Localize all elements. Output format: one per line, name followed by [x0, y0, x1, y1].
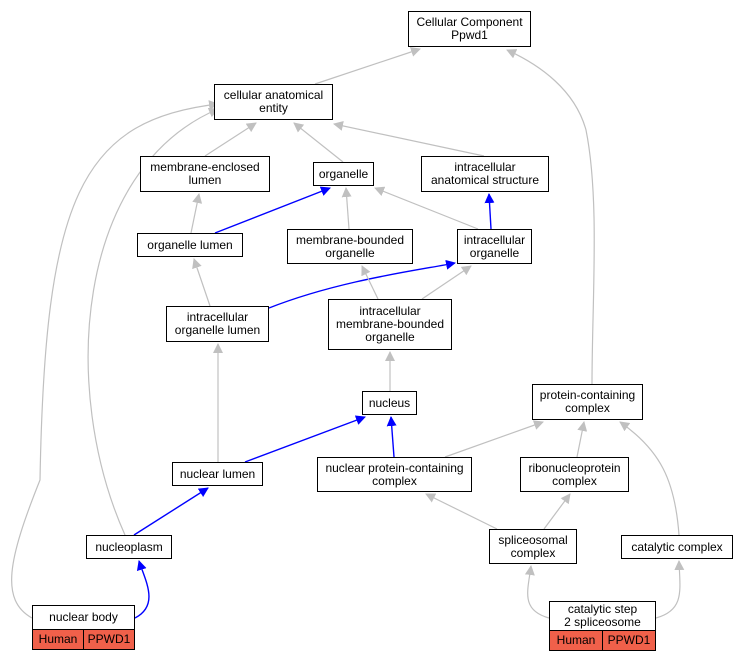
edge-np-to-cae [87, 107, 219, 536]
edge-nl-to-nuc [244, 415, 366, 463]
edge-npcc-to-pcc [444, 420, 544, 458]
node-cc[interactable]: Cellular Component Ppwd1 [408, 11, 531, 47]
node-org[interactable]: organelle [313, 162, 374, 186]
edge-ol-to-org [214, 186, 331, 234]
node-io[interactable]: intracellular organelle [457, 229, 532, 264]
edge-mbo-to-org [341, 187, 352, 230]
edge-cs2-to-cat [655, 560, 685, 619]
annotation-tag: Human [33, 630, 83, 649]
edge-nb-to-np [134, 560, 150, 619]
node-cat[interactable]: catalytic complex [621, 535, 733, 559]
edge-iol-to-io [268, 259, 456, 309]
edge-sc-to-npcc [425, 493, 498, 530]
edge-mel-to-cae [204, 122, 257, 157]
node-ol[interactable]: organelle lumen [137, 233, 243, 257]
node-mbo[interactable]: membrane-bounded organelle [287, 229, 413, 264]
edge-ol-to-mel [190, 193, 203, 234]
edge-iol-to-ol [192, 258, 211, 307]
edge-nb-to-cae [11, 100, 219, 619]
node-npcc[interactable]: nuclear protein-containing complex [317, 457, 472, 492]
edge-org-to-cae [293, 122, 344, 163]
edge-np-to-nl [133, 487, 209, 536]
node-np[interactable]: nucleoplasm [86, 535, 172, 559]
edge-cae-to-cc [314, 47, 421, 85]
edge-imbo-to-mbo [361, 265, 379, 300]
node-rnp[interactable]: ribonucleoprotein complex [520, 457, 629, 492]
edge-ias-to-cae [333, 120, 485, 157]
annotation-tag: PPWD1 [83, 630, 134, 649]
edge-npcc-to-nuc [386, 416, 397, 458]
edge-pcc-to-cc [506, 49, 595, 385]
edge-io-to-org [374, 186, 479, 230]
node-ias[interactable]: intracellular anatomical structure [421, 156, 549, 192]
node-nl[interactable]: nuclear lumen [172, 462, 263, 486]
node-iol[interactable]: intracellular organelle lumen [166, 306, 269, 342]
node-label: nuclear body [49, 610, 118, 624]
edge-io-to-ias [484, 193, 495, 230]
node-pcc[interactable]: protein-containing complex [532, 384, 643, 420]
edge-sc-to-rnp [543, 493, 571, 530]
edge-cs2-to-sc [524, 565, 550, 619]
annotation-tag: PPWD1 [602, 631, 655, 650]
node-imbo[interactable]: intracellular membrane-bounded organelle [328, 299, 452, 350]
node-cae[interactable]: cellular anatomical entity [214, 84, 333, 120]
node-label: catalytic step 2 spliceosome [564, 602, 641, 629]
annotation-tag: Human [550, 631, 602, 650]
edge-rnp-to-pcc [576, 421, 588, 458]
node-mel[interactable]: membrane-enclosed lumen [140, 156, 270, 192]
node-nuc[interactable]: nucleus [362, 391, 417, 415]
node-sc[interactable]: spliceosomal complex [489, 529, 577, 564]
edge-cat-to-pcc [619, 421, 680, 536]
edge-imbo-to-io [421, 265, 472, 300]
